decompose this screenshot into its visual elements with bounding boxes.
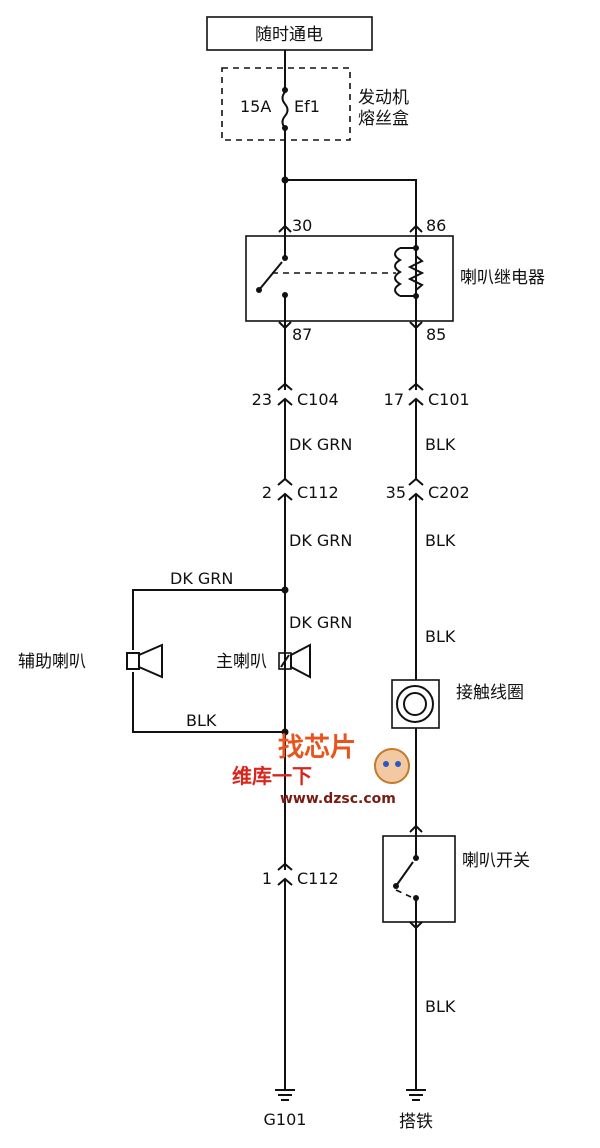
watermark-mascot-eye-left xyxy=(383,761,389,767)
horn-switch-linkage xyxy=(395,889,412,898)
c112-pin: 2 xyxy=(262,483,272,502)
wire-left-color-2: DK GRN xyxy=(289,531,352,550)
c112-label: C112 xyxy=(297,483,339,502)
watermark-mascot-icon xyxy=(374,748,410,784)
main-horn-mark xyxy=(280,654,290,668)
relay-switch-arm xyxy=(258,261,283,291)
wire-aux-color-bottom: BLK xyxy=(186,711,217,730)
fuse-rating: 15A xyxy=(240,97,271,116)
connector-c101-lower xyxy=(408,397,424,406)
ground-left-label: G101 xyxy=(264,1110,307,1129)
power-source-box xyxy=(206,16,373,51)
relay-pin-30: 30 xyxy=(292,216,312,235)
clockspring-label: 接触线圈 xyxy=(456,683,524,703)
connector-c104-lower xyxy=(277,397,293,406)
connector-c101-upper xyxy=(408,382,424,391)
wire-right-color-4: BLK xyxy=(425,997,456,1016)
c101-label: C101 xyxy=(428,390,470,409)
relay-pin-87: 87 xyxy=(292,325,312,344)
horn-switch-contact-top xyxy=(413,855,419,861)
wire-fuse-to-relay86 xyxy=(285,179,417,232)
watermark-mascot-eye-right xyxy=(395,761,401,767)
horn-switch-label: 喇叭开关 xyxy=(462,851,530,871)
fuse-terminal-top xyxy=(282,87,288,93)
relay-node-top xyxy=(413,245,419,251)
c112-bottom-pin: 1 xyxy=(262,869,272,888)
connector-c112-bottom-upper xyxy=(277,862,293,871)
c112-bottom-label: C112 xyxy=(297,869,339,888)
clockspring-inner-icon xyxy=(403,692,427,716)
relay-pin-85: 85 xyxy=(426,325,446,344)
wire-aux-color-top: DK GRN xyxy=(170,569,233,588)
horn-relay-box xyxy=(245,235,454,322)
power-source-label: 随时通电 xyxy=(255,25,323,45)
c104-label: C104 xyxy=(297,390,339,409)
connector-c202-upper xyxy=(408,477,424,486)
connector-c112-upper xyxy=(277,477,293,486)
connector-c112-bottom-lower xyxy=(277,877,293,886)
ground-right-label: 搭铁 xyxy=(399,1112,433,1132)
wire-right-color-2: BLK xyxy=(425,531,456,550)
watermark: 找芯片 维库一下 www.dzsc.com xyxy=(232,733,410,807)
c202-label: C202 xyxy=(428,483,470,502)
connector-c112-lower xyxy=(277,492,293,501)
wire-right-color-1: BLK xyxy=(425,435,456,454)
fuse-id: Ef1 xyxy=(294,97,320,116)
fuse-box-label-line2: 熔丝盒 xyxy=(358,109,409,129)
relay-switch-pivot xyxy=(256,287,262,293)
connector-c104-upper xyxy=(277,382,293,391)
main-horn-label: 主喇叭 xyxy=(216,652,267,672)
relay-label: 喇叭继电器 xyxy=(460,268,545,288)
wire-left-color-1: DK GRN xyxy=(289,435,352,454)
relay-contact-fixed-top xyxy=(282,255,288,261)
wire-right-color-3: BLK xyxy=(425,627,456,646)
fuse-box-label-line1: 发动机 xyxy=(358,88,409,108)
fuse-symbol xyxy=(281,91,289,129)
horn-switch-box xyxy=(382,835,456,923)
c202-pin: 35 xyxy=(386,483,406,502)
wire-left-color-3: DK GRN xyxy=(289,613,352,632)
wire-aux-horn-return xyxy=(132,672,285,733)
watermark-line2: 维库一下 xyxy=(232,764,312,788)
relay-resistor-icon xyxy=(407,255,425,291)
aux-horn-icon xyxy=(138,643,163,679)
c104-pin: 23 xyxy=(252,390,272,409)
aux-horn-label: 辅助喇叭 xyxy=(18,652,86,672)
connector-c202-lower xyxy=(408,492,424,501)
relay-coil-icon xyxy=(394,247,402,297)
clockspring-outer-icon xyxy=(396,685,434,723)
aux-horn-body xyxy=(126,652,140,670)
wire-aux-horn-feed xyxy=(132,589,285,650)
watermark-line1: 找芯片 xyxy=(278,733,356,763)
splice-horns-bottom xyxy=(281,728,289,736)
c101-pin: 17 xyxy=(384,390,404,409)
relay-pin-86: 86 xyxy=(426,216,446,235)
relay-node-bottom xyxy=(413,293,419,299)
horn-switch-pivot xyxy=(393,883,399,889)
horn-switch-arm xyxy=(395,861,414,887)
clockspring-box xyxy=(391,679,440,729)
watermark-url: www.dzsc.com xyxy=(280,791,396,807)
main-horn-icon xyxy=(290,643,311,679)
